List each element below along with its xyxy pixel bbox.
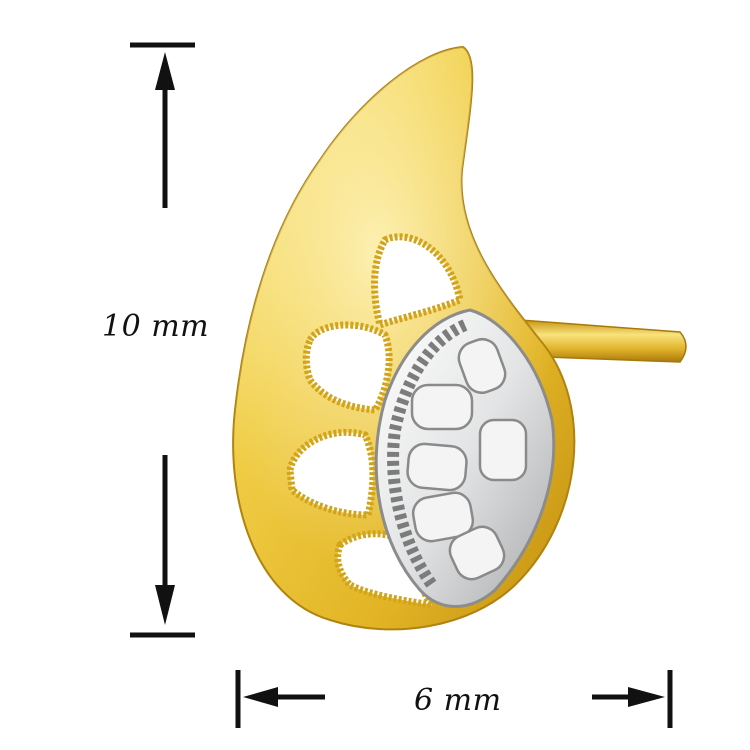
- height-dimension-label: 10 mm: [102, 309, 210, 344]
- height-dimension: [130, 42, 195, 638]
- width-dimension-label: 6 mm: [414, 683, 502, 718]
- width-dimension: [235, 670, 673, 728]
- silver-inlay: [374, 308, 556, 608]
- gold-filigree-petals: [286, 233, 465, 610]
- earring-post: [519, 319, 687, 363]
